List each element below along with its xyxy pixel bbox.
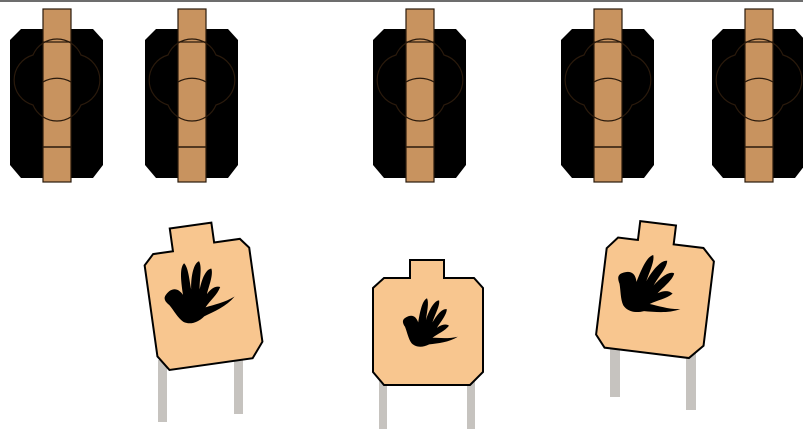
post-right [686, 350, 696, 410]
silhouette-target-2 [145, 9, 238, 182]
post-left [158, 360, 167, 422]
silhouette-target-3 [373, 9, 466, 182]
hand-target-2 [373, 260, 483, 429]
hand-target-1 [140, 218, 264, 422]
silhouette-target-1 [10, 9, 103, 182]
silhouette-target-4 [561, 9, 654, 182]
hand-target-3 [595, 217, 718, 410]
silhouette-target-5 [712, 9, 803, 182]
